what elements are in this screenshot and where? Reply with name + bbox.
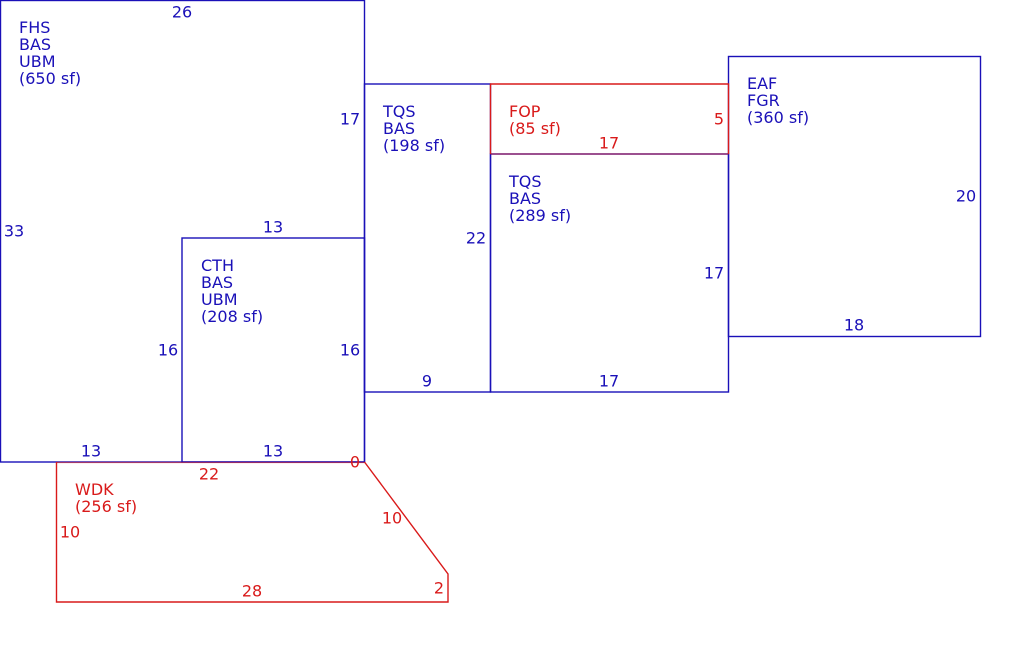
area-label-line: BAS — [509, 189, 542, 208]
dim-wdk-top: 22 — [198, 464, 220, 484]
dim-cth-left: 16 — [157, 340, 179, 360]
area-label-fop: FOP(85 sf) — [509, 103, 561, 137]
area-label-line: BAS — [19, 35, 52, 54]
area-label-line: FGR — [747, 91, 780, 110]
area-label-line: (360 sf) — [747, 108, 810, 127]
dim-fop-right: 5 — [713, 109, 725, 129]
wdk-outline — [55, 461, 449, 603]
area-label-line: BAS — [383, 119, 416, 138]
area-label-line: EAF — [747, 74, 778, 93]
dim-fop-bottom: 17 — [598, 133, 620, 153]
dim-cth-right: 16 — [339, 340, 361, 360]
eaf-outline — [727, 55, 982, 338]
area-label-line: (208 sf) — [201, 307, 264, 326]
dim-fhs-right: 17 — [339, 109, 361, 129]
dim-tqs2-right: 17 — [703, 263, 725, 283]
area-label-line: FOP — [509, 102, 541, 121]
dim-eaf-bottom: 18 — [843, 315, 865, 335]
area-label-line: WDK — [75, 480, 114, 499]
area-label-line: BAS — [201, 273, 234, 292]
dim-cth-bottom: 13 — [262, 441, 284, 461]
area-label-line: CTH — [201, 256, 234, 275]
dim-wdk-bottom: 28 — [241, 581, 263, 601]
dim-fhs-bottom: 13 — [80, 441, 102, 461]
fop-outline — [489, 83, 730, 154]
area-label-line: UBM — [201, 290, 238, 309]
area-label-line: UBM — [19, 52, 56, 71]
dim-wdk-short: 2 — [433, 578, 445, 598]
area-label-line: (650 sf) — [19, 69, 82, 88]
dim-wdk-zero: 0 — [349, 452, 361, 472]
area-label-line: (289 sf) — [509, 206, 572, 225]
dim-wdk-diagonal: 10 — [381, 508, 403, 528]
area-label-line: TQS — [509, 172, 542, 191]
area-label-line: (256 sf) — [75, 497, 138, 516]
dim-tqs2-bottom: 17 — [598, 371, 620, 391]
dim-tqs1-bottom: 9 — [421, 371, 433, 391]
area-label-wdk: WDK(256 sf) — [75, 481, 137, 515]
dim-eaf-right: 20 — [955, 186, 977, 206]
dim-fhs-left: 33 — [3, 221, 25, 241]
dim-cth-top: 13 — [262, 217, 284, 237]
dim-fhs-top: 26 — [171, 2, 193, 22]
area-label-line: TQS — [383, 102, 416, 121]
area-label-line: (198 sf) — [383, 136, 446, 155]
area-label-line: (85 sf) — [509, 119, 561, 138]
area-label-line: FHS — [19, 18, 51, 37]
dim-wdk-left: 10 — [59, 522, 81, 542]
dim-tqs1-right: 22 — [465, 228, 487, 248]
